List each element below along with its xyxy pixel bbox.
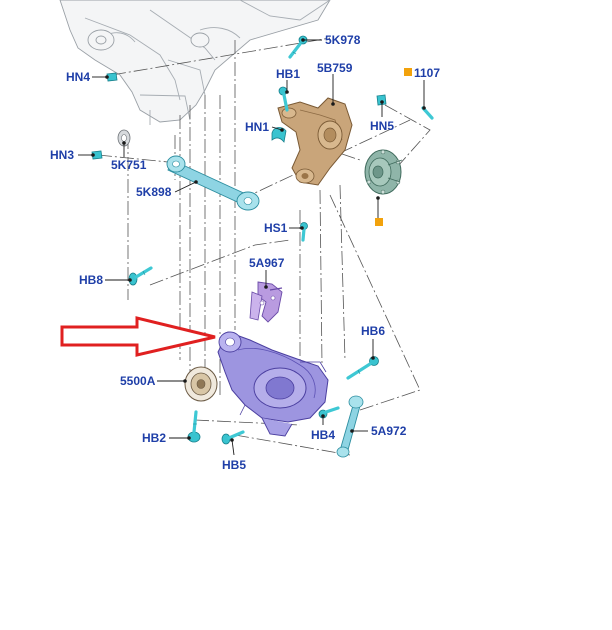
label-hb2: HB2 [142,431,166,445]
bushing-5500a [184,366,218,402]
label-hn5: HN5 [370,119,394,133]
label-hn3: HN3 [50,148,74,162]
label-5a972: 5A972 [371,424,407,438]
fastener-hb8 [128,266,153,286]
label-5k751: 5K751 [111,158,147,172]
lower-knuckle-5500a [217,331,329,437]
label-5k898: 5K898 [136,185,172,199]
label-1107: 1107 [414,66,440,80]
knuckle-5b759 [277,97,353,186]
label-hn1: HN1 [245,120,269,134]
square-marker-icon [375,218,383,226]
fastener-hb1 [278,86,289,112]
fastener-hb5 [221,430,245,445]
label-hb1: HB1 [276,67,300,81]
wheel-hub-1107 [364,149,403,195]
label-5a967: 5A967 [249,256,285,270]
label-5500a: 5500A [120,374,156,388]
toe-link-5a972 [336,395,364,458]
label-hb4: HB4 [311,428,335,442]
fastener-hb6 [346,356,379,380]
leader-lines [78,38,426,456]
label-hn4: HN4 [66,70,90,84]
bracket-5a967 [249,281,283,323]
label-hs1: HS1 [264,221,288,235]
arrow-right-icon [60,316,216,357]
fastener-hn1 [271,127,287,143]
square-marker-icon [404,68,412,76]
upper-arm-5k898 [166,155,260,211]
label-5k978: 5K978 [325,33,361,47]
label-5b759: 5B759 [317,61,353,75]
fastener-hn5 [376,94,387,106]
label-hb5: HB5 [222,458,246,472]
label-hb6: HB6 [361,324,385,338]
label-hb8: HB8 [79,273,103,287]
fastener-hb4 [318,406,340,419]
fastener-hs1 [300,222,308,242]
